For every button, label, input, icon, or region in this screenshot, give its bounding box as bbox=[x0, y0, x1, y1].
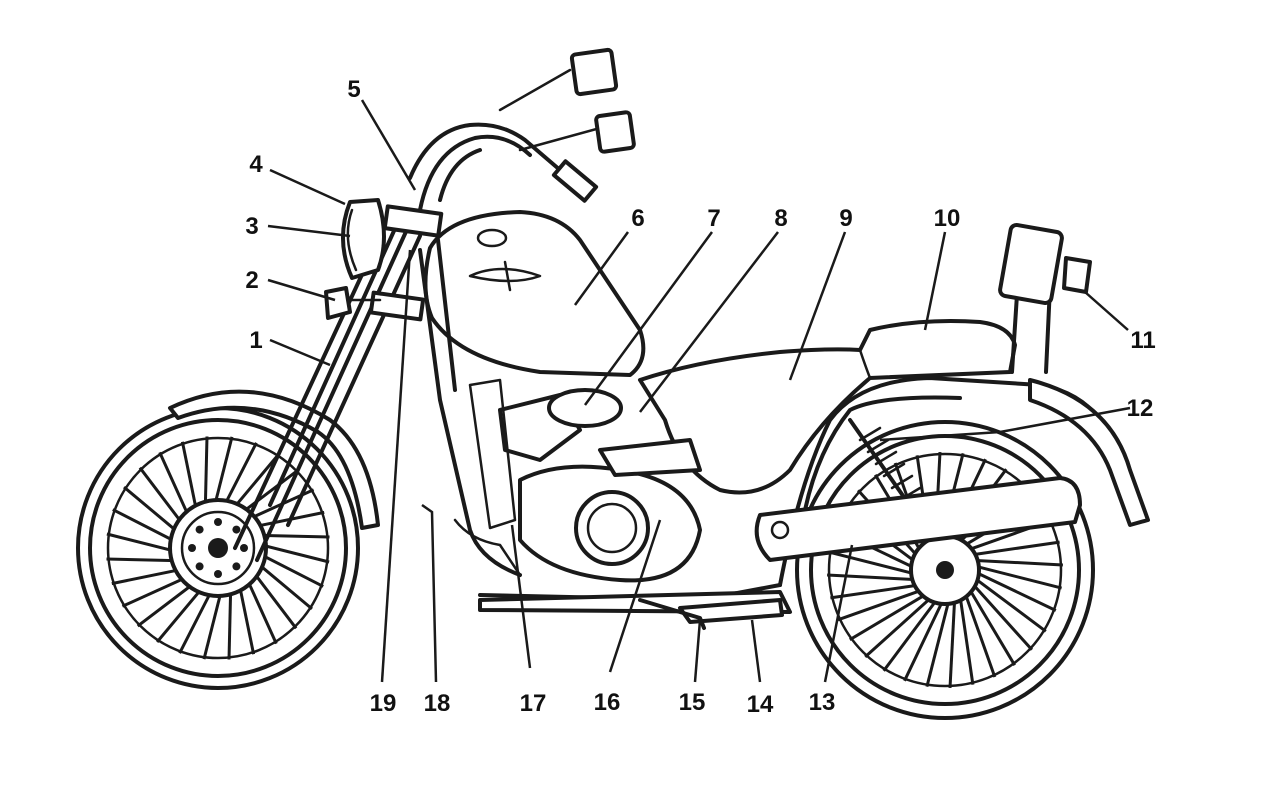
brake-pedal bbox=[638, 598, 706, 630]
headlight bbox=[340, 198, 386, 280]
rear-wheel-spoke bbox=[864, 592, 937, 659]
leader-15 bbox=[693, 619, 702, 683]
brake-disc-hole bbox=[232, 525, 241, 534]
leader-5 bbox=[360, 99, 417, 191]
rear-wheel-spoke bbox=[969, 573, 1047, 633]
callout-17: 17 bbox=[520, 690, 547, 717]
rear-wheel bbox=[795, 420, 1095, 720]
rear-wheel-spoke bbox=[970, 568, 1057, 612]
sissy-bar bbox=[998, 222, 1064, 374]
rear-wheel-spoke bbox=[925, 595, 952, 687]
leader-lines bbox=[267, 99, 1131, 683]
swingarm bbox=[754, 476, 1082, 562]
footrest bbox=[678, 598, 784, 624]
leader-12 bbox=[879, 406, 1131, 442]
callout-18: 18 bbox=[424, 690, 451, 717]
rear-wheel-spoke bbox=[828, 550, 920, 577]
callout-13: 13 bbox=[809, 689, 836, 716]
callout-15: 15 bbox=[679, 689, 706, 716]
callout-10: 10 bbox=[934, 205, 961, 232]
rear-wheel-spoke bbox=[830, 582, 924, 600]
callout-labels: 1 2 3 4 5 6 7 8 9 10 11 12 13 14 15 16 1… bbox=[245, 76, 1155, 718]
brake-disc-hole bbox=[214, 518, 222, 526]
front-fender bbox=[168, 389, 380, 530]
callout-11: 11 bbox=[1130, 327, 1155, 354]
mirror-left bbox=[569, 47, 619, 97]
front-wheel bbox=[76, 406, 360, 690]
leader-10 bbox=[923, 231, 947, 331]
brake-disc-hole bbox=[195, 562, 204, 571]
rear-wheel-spoke bbox=[849, 590, 932, 641]
leader-4 bbox=[269, 168, 346, 206]
callout-2: 2 bbox=[245, 267, 258, 294]
mirror-right bbox=[594, 110, 636, 154]
rear-wheel-spoke bbox=[961, 587, 997, 678]
rear-wheel-spoke bbox=[968, 558, 1063, 567]
callout-1: 1 bbox=[249, 327, 262, 354]
leader-1 bbox=[269, 338, 331, 367]
leader-7 bbox=[583, 231, 714, 406]
brake-disc-hole bbox=[240, 544, 248, 552]
brake-disc-hole bbox=[214, 570, 222, 578]
callout-12: 12 bbox=[1127, 395, 1154, 422]
callout-19: 19 bbox=[370, 690, 397, 717]
callout-7: 7 bbox=[707, 205, 720, 232]
rear-wheel-spoke bbox=[882, 594, 942, 672]
leader-6 bbox=[573, 231, 630, 306]
callout-16: 16 bbox=[594, 689, 621, 716]
rear-fender bbox=[1028, 378, 1150, 527]
fuel-tank bbox=[423, 210, 646, 377]
engine bbox=[453, 378, 702, 583]
brake-disc-hole bbox=[195, 525, 204, 534]
rear-wheel-spoke bbox=[903, 595, 947, 682]
callout-14: 14 bbox=[747, 691, 774, 718]
brake-disc-hole bbox=[188, 544, 196, 552]
callout-4: 4 bbox=[249, 151, 263, 178]
front-turn-signal bbox=[324, 286, 352, 320]
leader-11 bbox=[1084, 291, 1129, 331]
rear-wheel-spoke bbox=[965, 583, 1016, 666]
leader-8 bbox=[639, 231, 779, 413]
leader-2 bbox=[267, 278, 336, 302]
rear-wheel-spoke bbox=[967, 578, 1034, 651]
callout-6: 6 bbox=[631, 205, 644, 232]
callout-9: 9 bbox=[839, 205, 852, 232]
callout-8: 8 bbox=[774, 205, 787, 232]
rear-wheel-spoke bbox=[837, 586, 928, 622]
rear-turn-signal bbox=[1062, 256, 1092, 294]
rear-wheel-spoke bbox=[970, 563, 1062, 590]
leader-18 bbox=[421, 503, 438, 683]
leader-13 bbox=[823, 544, 854, 683]
brake-disc-hole bbox=[232, 562, 241, 571]
leader-14 bbox=[750, 619, 762, 683]
leader-16 bbox=[608, 519, 662, 673]
rear-wheel-spoke bbox=[957, 591, 975, 685]
callout-5: 5 bbox=[347, 76, 360, 103]
handlebar bbox=[408, 68, 602, 212]
leader-17 bbox=[510, 524, 532, 669]
rear-wheel-spoke bbox=[827, 573, 922, 582]
leader-19 bbox=[380, 249, 412, 683]
leader-9 bbox=[788, 231, 847, 381]
rear-wheel-spoke bbox=[948, 593, 957, 688]
rear-wheel-spoke bbox=[966, 540, 1060, 558]
seat bbox=[638, 319, 1017, 495]
leader-3 bbox=[267, 224, 351, 238]
callout-3: 3 bbox=[245, 213, 258, 240]
